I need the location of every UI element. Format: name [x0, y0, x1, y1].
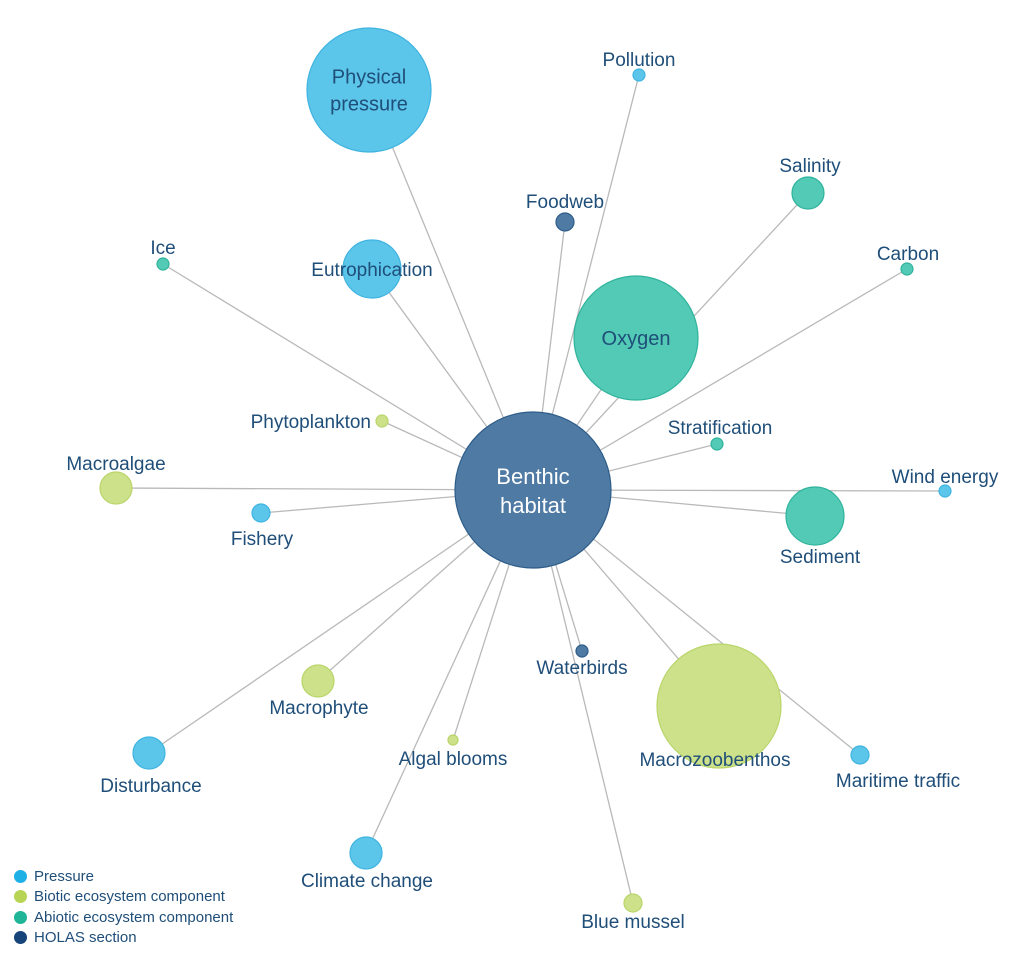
climate-change-circle[interactable]	[349, 836, 383, 870]
pressure-dot-icon	[14, 869, 27, 883]
maritime-traffic-label: Maritime traffic	[836, 771, 960, 792]
blue-mussel-circle[interactable]	[623, 893, 643, 913]
macrozoobenthos-label: Macrozoobenthos	[639, 750, 790, 771]
fishery-label: Fishery	[231, 529, 294, 550]
stratification-circle[interactable]	[710, 437, 724, 451]
waterbirds-circle[interactable]	[575, 644, 589, 658]
legend-label: Pressure	[34, 867, 95, 885]
phytoplankton-circle[interactable]	[375, 414, 389, 428]
node-macrozoobenthos[interactable]: Macrozoobenthos	[639, 643, 791, 771]
node-disturbance[interactable]: Disturbance	[100, 736, 202, 797]
pollution-label: Pollution	[603, 50, 676, 71]
node-ice[interactable]: Ice	[150, 238, 176, 271]
disturbance-circle[interactable]	[132, 736, 166, 770]
wind-energy-circle[interactable]	[938, 484, 952, 498]
legend-label: Biotic ecosystem component	[34, 888, 225, 906]
ice-label: Ice	[150, 238, 175, 259]
node-maritime-traffic[interactable]: Maritime traffic	[836, 745, 960, 792]
benthic-habitat-circle[interactable]	[454, 411, 612, 569]
holas-dot-icon	[14, 931, 27, 945]
fishery-circle[interactable]	[251, 503, 271, 523]
abiotic-dot-icon	[14, 910, 27, 924]
wind-energy-label: Wind energy	[892, 467, 999, 488]
node-blue-mussel[interactable]: Blue mussel	[581, 893, 685, 933]
blue-mussel-label: Blue mussel	[581, 912, 685, 933]
legend-item-abiotic: Abiotic ecosystem component	[14, 907, 233, 928]
node-macrophyte[interactable]: Macrophyte	[269, 664, 369, 719]
algal-blooms-circle[interactable]	[447, 734, 459, 746]
legend-item-biotic: Biotic ecosystem component	[14, 887, 233, 908]
node-sediment[interactable]: Sediment	[780, 486, 861, 568]
salinity-label: Salinity	[779, 156, 841, 177]
node-algal-blooms[interactable]: Algal blooms	[399, 734, 508, 770]
carbon-label: Carbon	[877, 244, 939, 265]
eutrophication-circle[interactable]	[342, 239, 402, 299]
legend-item-pressure: Pressure	[14, 866, 233, 887]
carbon-circle[interactable]	[900, 262, 914, 276]
node-pollution[interactable]: Pollution	[603, 50, 676, 82]
phytoplankton-label: Phytoplankton	[251, 412, 371, 433]
waterbirds-label: Waterbirds	[536, 658, 627, 679]
pollution-circle[interactable]	[632, 68, 646, 82]
legend: Pressure Biotic ecosystem component Abio…	[14, 866, 233, 948]
oxygen-label: Oxygen	[602, 328, 671, 350]
foodweb-label: Foodweb	[526, 192, 604, 213]
sediment-label: Sediment	[780, 547, 861, 568]
node-macroalgae[interactable]: Macroalgae	[66, 454, 166, 505]
legend-item-holas: HOLAS section	[14, 928, 233, 949]
legend-label: Abiotic ecosystem component	[34, 908, 234, 926]
legend-label: HOLAS section	[34, 929, 137, 947]
macroalgae-label: Macroalgae	[66, 454, 165, 475]
eutrophication-label: Eutrophication	[311, 260, 432, 281]
sediment-circle[interactable]	[785, 486, 845, 546]
ice-circle[interactable]	[156, 257, 170, 271]
node-oxygen[interactable]: Oxygen	[573, 275, 699, 401]
macrophyte-label: Macrophyte	[269, 698, 368, 719]
foodweb-circle[interactable]	[555, 212, 575, 232]
biotic-dot-icon	[14, 890, 27, 904]
macrozoobenthos-circle[interactable]	[656, 643, 782, 769]
climate-change-label: Climate change	[301, 871, 433, 892]
node-climate-change[interactable]: Climate change	[301, 836, 433, 892]
node-stratification[interactable]: Stratification	[668, 418, 773, 451]
stratification-label: Stratification	[668, 418, 773, 439]
disturbance-label: Disturbance	[100, 776, 201, 797]
oxygen-circle[interactable]	[573, 275, 699, 401]
physical-pressure-circle[interactable]	[306, 27, 432, 153]
node-eutrophication[interactable]: Eutrophication	[311, 239, 433, 299]
node-phytoplankton[interactable]: Phytoplankton	[251, 412, 389, 433]
macroalgae-circle[interactable]	[99, 471, 133, 505]
macrophyte-circle[interactable]	[301, 664, 335, 698]
node-foodweb[interactable]: Foodweb	[526, 192, 604, 232]
node-waterbirds[interactable]: Waterbirds	[536, 644, 628, 679]
algal-blooms-label: Algal blooms	[399, 749, 508, 770]
salinity-circle[interactable]	[791, 176, 825, 210]
maritime-traffic-circle[interactable]	[850, 745, 870, 765]
node-fishery[interactable]: Fishery	[231, 503, 294, 550]
node-salinity[interactable]: Salinity	[779, 156, 841, 210]
node-wind-energy[interactable]: Wind energy	[892, 467, 999, 498]
node-carbon[interactable]: Carbon	[877, 244, 939, 276]
